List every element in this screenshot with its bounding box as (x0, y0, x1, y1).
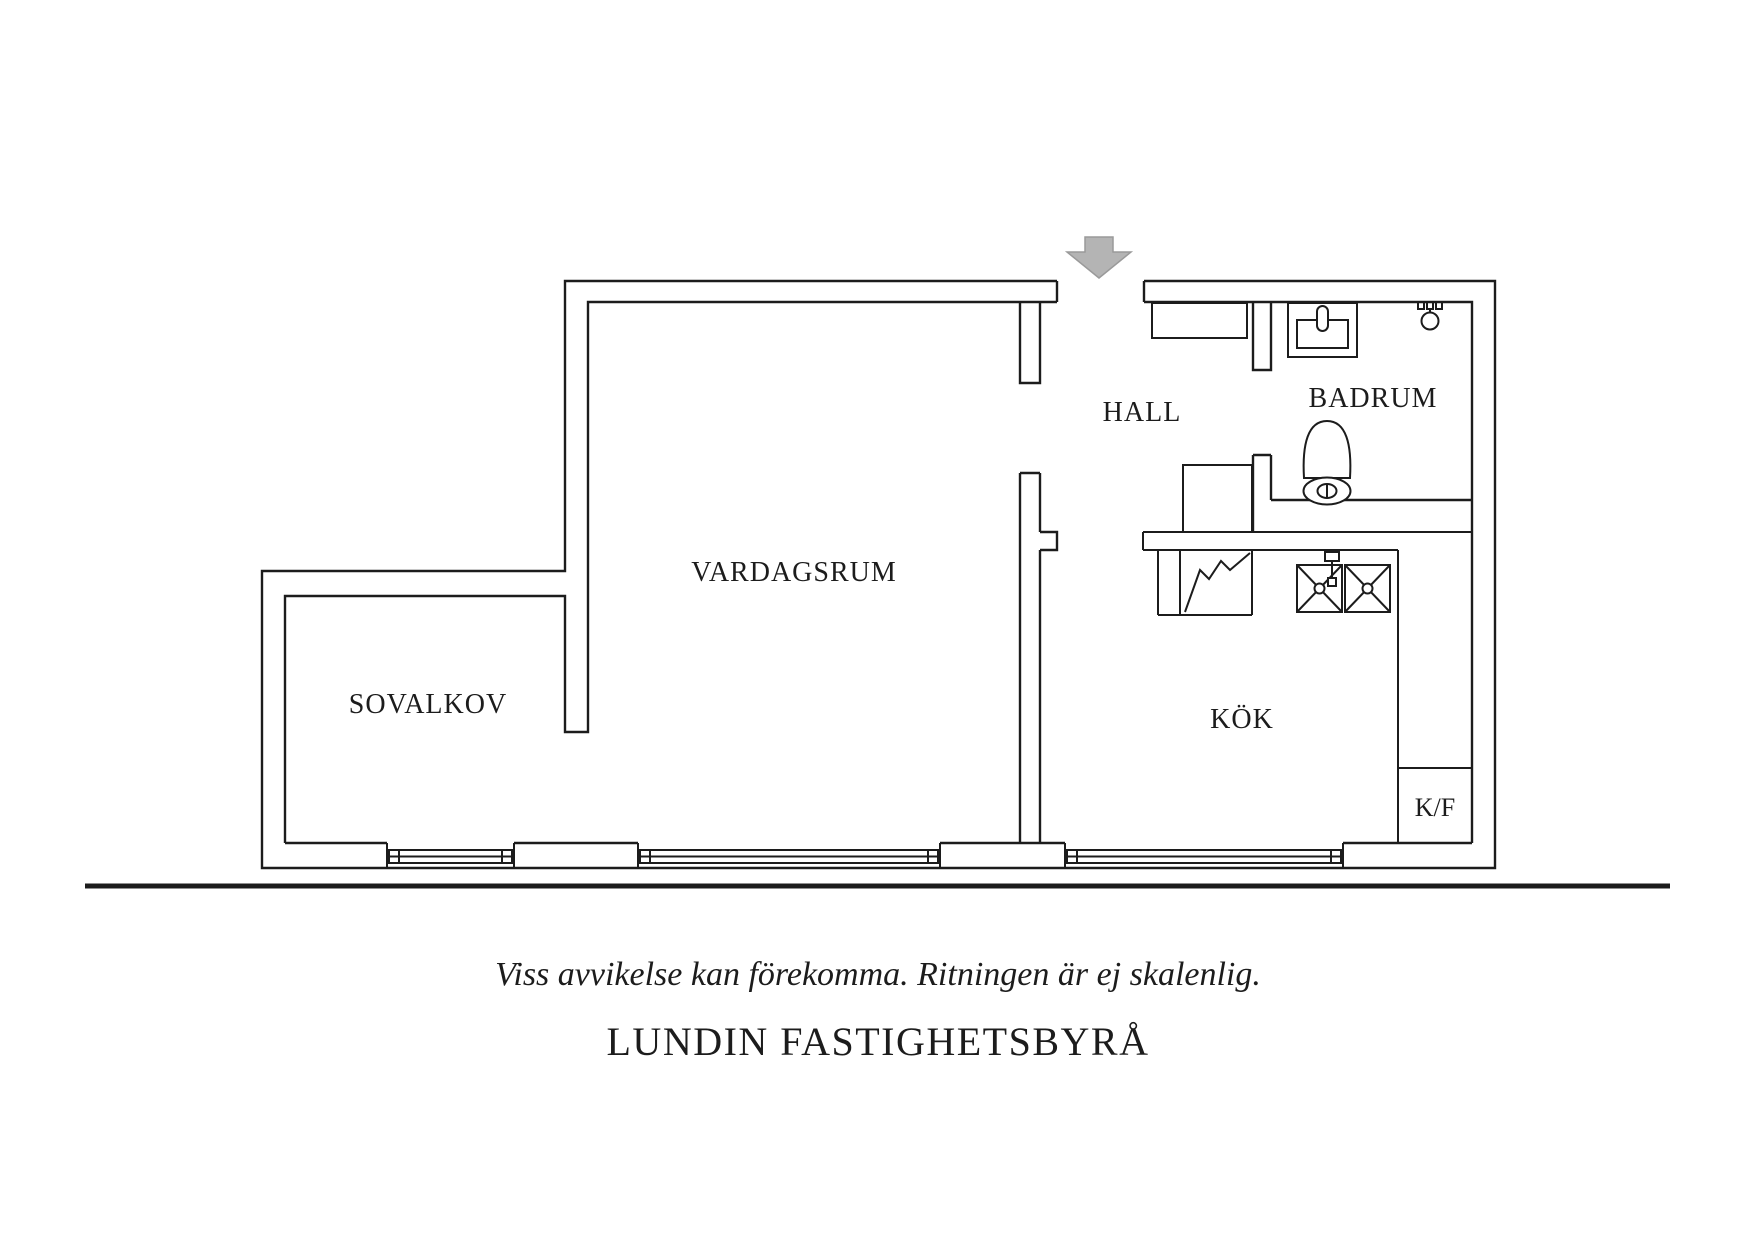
disclaimer-text: Viss avvikelse kan förekomma. Ritningen … (495, 956, 1261, 993)
stove-icon (1184, 552, 1251, 613)
kitchen-sink-icon (1296, 551, 1391, 613)
sink-basin-left (1296, 564, 1343, 613)
window-sovalkov (386, 843, 515, 868)
inner-wall-right (1144, 300, 1474, 843)
kitchen-fittings (1142, 531, 1472, 843)
bathroom-sink-icon (1287, 302, 1358, 358)
shower-bracket-1 (1417, 301, 1425, 310)
room-label-sovalkov: SOVALKOV (349, 689, 507, 720)
walls (260, 279, 1497, 870)
shower-head (1420, 311, 1440, 331)
closet-lower-icon (1182, 464, 1253, 533)
basin-faucet (1316, 305, 1329, 332)
wall-vardagsrum-hall (1018, 302, 1059, 843)
room-label-badrum: BADRUM (1309, 383, 1438, 414)
company-name: LUNDIN FASTIGHETSBYRÅ (607, 1019, 1150, 1064)
wall-hall-badrum (1251, 303, 1472, 532)
sink-faucet-base (1324, 551, 1340, 562)
sink-basin-right (1344, 564, 1391, 613)
shower-bracket-3 (1435, 301, 1443, 310)
room-label-vardagsrum: VARDAGSRUM (691, 557, 897, 588)
sink-drain-right (1361, 582, 1374, 595)
basin-counter (1287, 302, 1358, 358)
shower-icon (1417, 301, 1443, 331)
closet-top-icon (1151, 302, 1248, 339)
entrance-arrow-icon (1064, 236, 1134, 279)
kitchen-counter (1142, 531, 1472, 843)
windows (386, 843, 1344, 868)
room-label-kok: KÖK (1210, 704, 1274, 735)
sink-faucet-head (1327, 577, 1337, 587)
room-label-hall: HALL (1103, 397, 1182, 428)
toilet-icon (1302, 419, 1352, 506)
window-kok (1064, 843, 1344, 868)
inner-wall-left (283, 300, 1057, 843)
outer-wall (260, 279, 1497, 870)
room-label-kf: K/F (1415, 793, 1455, 822)
entrance-jambs (1055, 281, 1146, 302)
bathroom-fittings (1287, 301, 1443, 506)
toilet-tank (1302, 419, 1352, 479)
window-vardagsrum (637, 843, 941, 868)
sink-drain-left (1313, 582, 1326, 595)
